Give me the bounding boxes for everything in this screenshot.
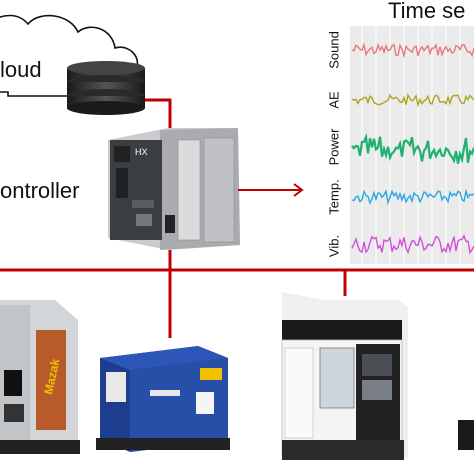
plc-controller-icon: HX <box>108 128 240 250</box>
signal-trace-vib <box>351 234 474 255</box>
signal-trace-temp <box>351 188 474 206</box>
cloud-label: loud <box>0 57 42 82</box>
signal-trace-ae <box>351 93 474 108</box>
controller-label: ontroller <box>0 178 80 203</box>
network-lines <box>0 98 474 338</box>
time-series-plot <box>350 26 474 264</box>
cnc-machine-icon <box>281 292 408 460</box>
signal-label-vib: Vib. <box>326 234 342 258</box>
signal-label-sound: Sound <box>326 31 342 69</box>
signal-label-power: Power <box>326 128 342 166</box>
cnc-machine-icon: Mazak <box>0 300 80 454</box>
generator-icon <box>96 346 230 452</box>
signal-label-temp: Temp. <box>326 179 342 215</box>
database-icon <box>67 61 145 115</box>
signal-trace-power <box>351 132 474 164</box>
machine-edge-icon <box>458 420 474 450</box>
time-series-title: Time se <box>388 0 466 23</box>
signal-label-ae: AE <box>326 91 342 109</box>
controller-brand-logo: HX <box>135 147 148 157</box>
signal-trace-sound <box>351 42 474 59</box>
arrow-icon <box>238 183 304 197</box>
